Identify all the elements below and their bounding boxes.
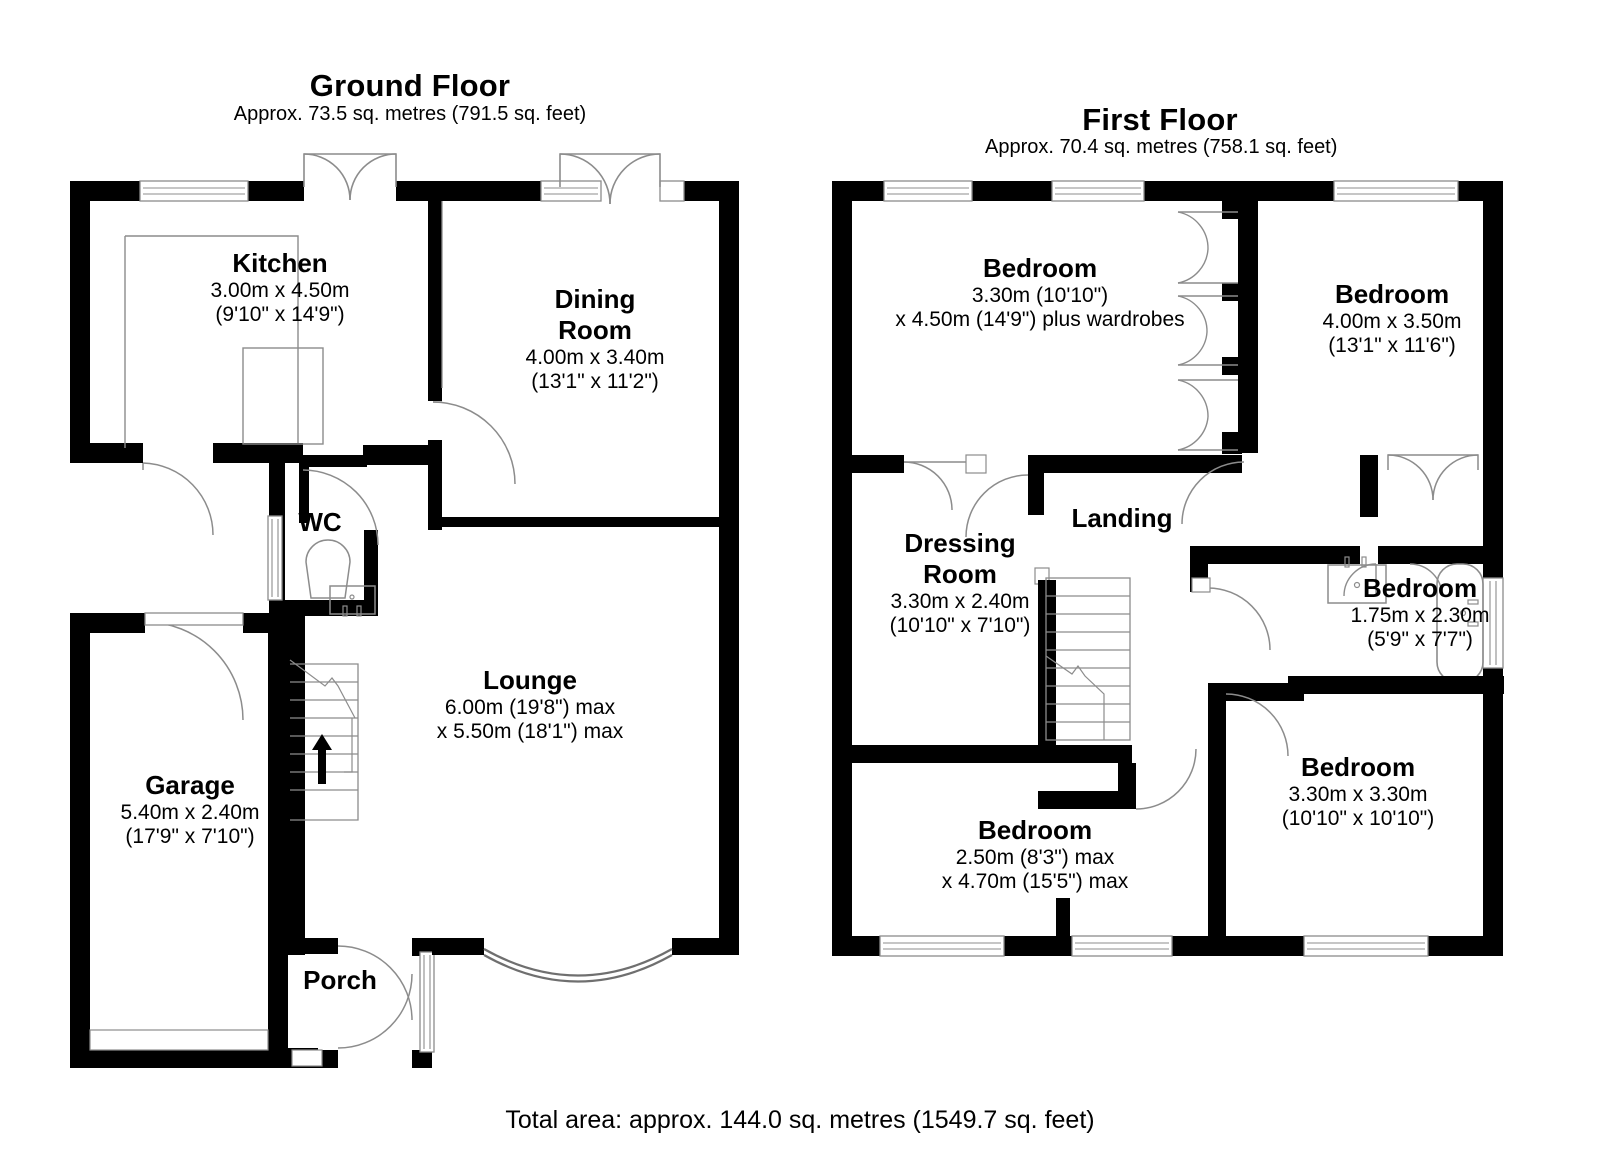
room-label-dressing-room: Dressing Room 3.30m x 2.40m (10'10" x 7'… — [850, 528, 1070, 638]
dressing-room-name-line1: Dressing — [904, 528, 1016, 558]
bedroom-1-dim-imperial: x 4.50m (14'9") plus wardrobes — [895, 308, 1185, 331]
room-label-landing: Landing — [1032, 503, 1212, 534]
dining-room-dim-imperial: (13'1" x 11'2") — [531, 370, 659, 393]
porch-name: Porch — [303, 965, 377, 995]
ground-floor-subtitle: Approx. 73.5 sq. metres (791.5 sq. feet) — [233, 103, 587, 125]
dining-room-dim-metric: 4.00m x 3.40m — [525, 346, 665, 369]
room-label-bedroom-4: Bedroom 2.50m (8'3") max x 4.70m (15'5")… — [910, 815, 1160, 894]
bathroom-dim-metric: 1.75m x 2.30m — [1350, 604, 1490, 627]
room-label-bedroom-3: Bedroom 3.30m x 3.30m (10'10" x 10'10") — [1238, 752, 1478, 831]
room-label-lounge: Lounge 6.00m (19'8") max x 5.50m (18'1")… — [400, 665, 660, 744]
bathroom-name: Bedroom — [1362, 573, 1478, 603]
room-label-kitchen: Kitchen 3.00m x 4.50m (9'10" x 14'9") — [155, 248, 405, 327]
room-label-garage: Garage 5.40m x 2.40m (17'9" x 7'10") — [60, 770, 320, 849]
bedroom-2-dim-imperial: (13'1" x 11'6") — [1328, 334, 1456, 357]
wardrobes — [1177, 211, 1238, 451]
bedroom-1-name: Bedroom — [982, 253, 1098, 283]
room-label-bedroom-1: Bedroom 3.30m (10'10") x 4.50m (14'9") p… — [885, 253, 1195, 332]
bedroom-3-name: Bedroom — [1300, 752, 1416, 782]
lounge-dim-metric: 6.00m (19'8") max — [444, 696, 616, 719]
garage-name: Garage — [145, 770, 235, 800]
dressing-room-dim-imperial: (10'10" x 7'10") — [889, 614, 1031, 637]
room-label-bedroom-2: Bedroom 4.00m x 3.50m (13'1" x 11'6") — [1272, 279, 1512, 358]
bedroom-4-name: Bedroom — [977, 815, 1093, 845]
ground-floor-drawing — [70, 153, 739, 1068]
bedroom-1-dim-metric: 3.30m (10'10") — [971, 284, 1109, 307]
total-area-text: Total area: approx. 144.0 sq. metres (15… — [505, 1106, 1095, 1134]
room-label-bathroom: Bedroom 1.75m x 2.30m (5'9" x 7'7") — [1310, 573, 1530, 652]
room-label-porch: Porch — [250, 965, 430, 996]
room-label-wc: WC — [265, 507, 375, 538]
ground-floor-title: Ground Floor — [309, 68, 511, 103]
first-floor-stairs — [1045, 577, 1131, 741]
dining-room-name-line1: Dining — [554, 284, 636, 314]
garage-dim-imperial: (17'9" x 7'10") — [125, 825, 255, 848]
first-floor-drawing — [832, 180, 1504, 957]
ground-stairs — [289, 659, 359, 821]
dining-room-name-line2: Room — [558, 315, 632, 345]
bedroom-4-dim-metric: 2.50m (8'3") max — [955, 846, 1115, 869]
landing-name: Landing — [1071, 503, 1173, 533]
bedroom-4-dim-imperial: x 4.70m (15'5") max — [941, 870, 1129, 893]
wc-name: WC — [298, 507, 342, 537]
bathroom-dim-imperial: (5'9" x 7'7") — [1367, 628, 1473, 651]
lounge-name: Lounge — [483, 665, 577, 695]
dressing-room-name-line2: Room — [923, 559, 997, 589]
bedroom-2-name: Bedroom — [1334, 279, 1450, 309]
garage-dim-metric: 5.40m x 2.40m — [120, 801, 260, 824]
dressing-room-dim-metric: 3.30m x 2.40m — [890, 590, 1030, 613]
kitchen-dim-metric: 3.00m x 4.50m — [210, 279, 350, 302]
kitchen-name: Kitchen — [232, 248, 328, 278]
lounge-dim-imperial: x 5.50m (18'1") max — [436, 720, 624, 743]
kitchen-dim-imperial: (9'10" x 14'9") — [215, 303, 345, 326]
first-floor-subtitle: Approx. 70.4 sq. metres (758.1 sq. feet) — [985, 136, 1338, 158]
bedroom-3-dim-metric: 3.30m x 3.30m — [1288, 783, 1428, 806]
bedroom-3-dim-imperial: (10'10" x 10'10") — [1281, 807, 1435, 830]
bedroom-2-dim-metric: 4.00m x 3.50m — [1322, 310, 1462, 333]
room-label-dining-room: Dining Room 4.00m x 3.40m (13'1" x 11'2"… — [470, 284, 720, 394]
first-floor-title: First Floor — [1082, 102, 1238, 137]
